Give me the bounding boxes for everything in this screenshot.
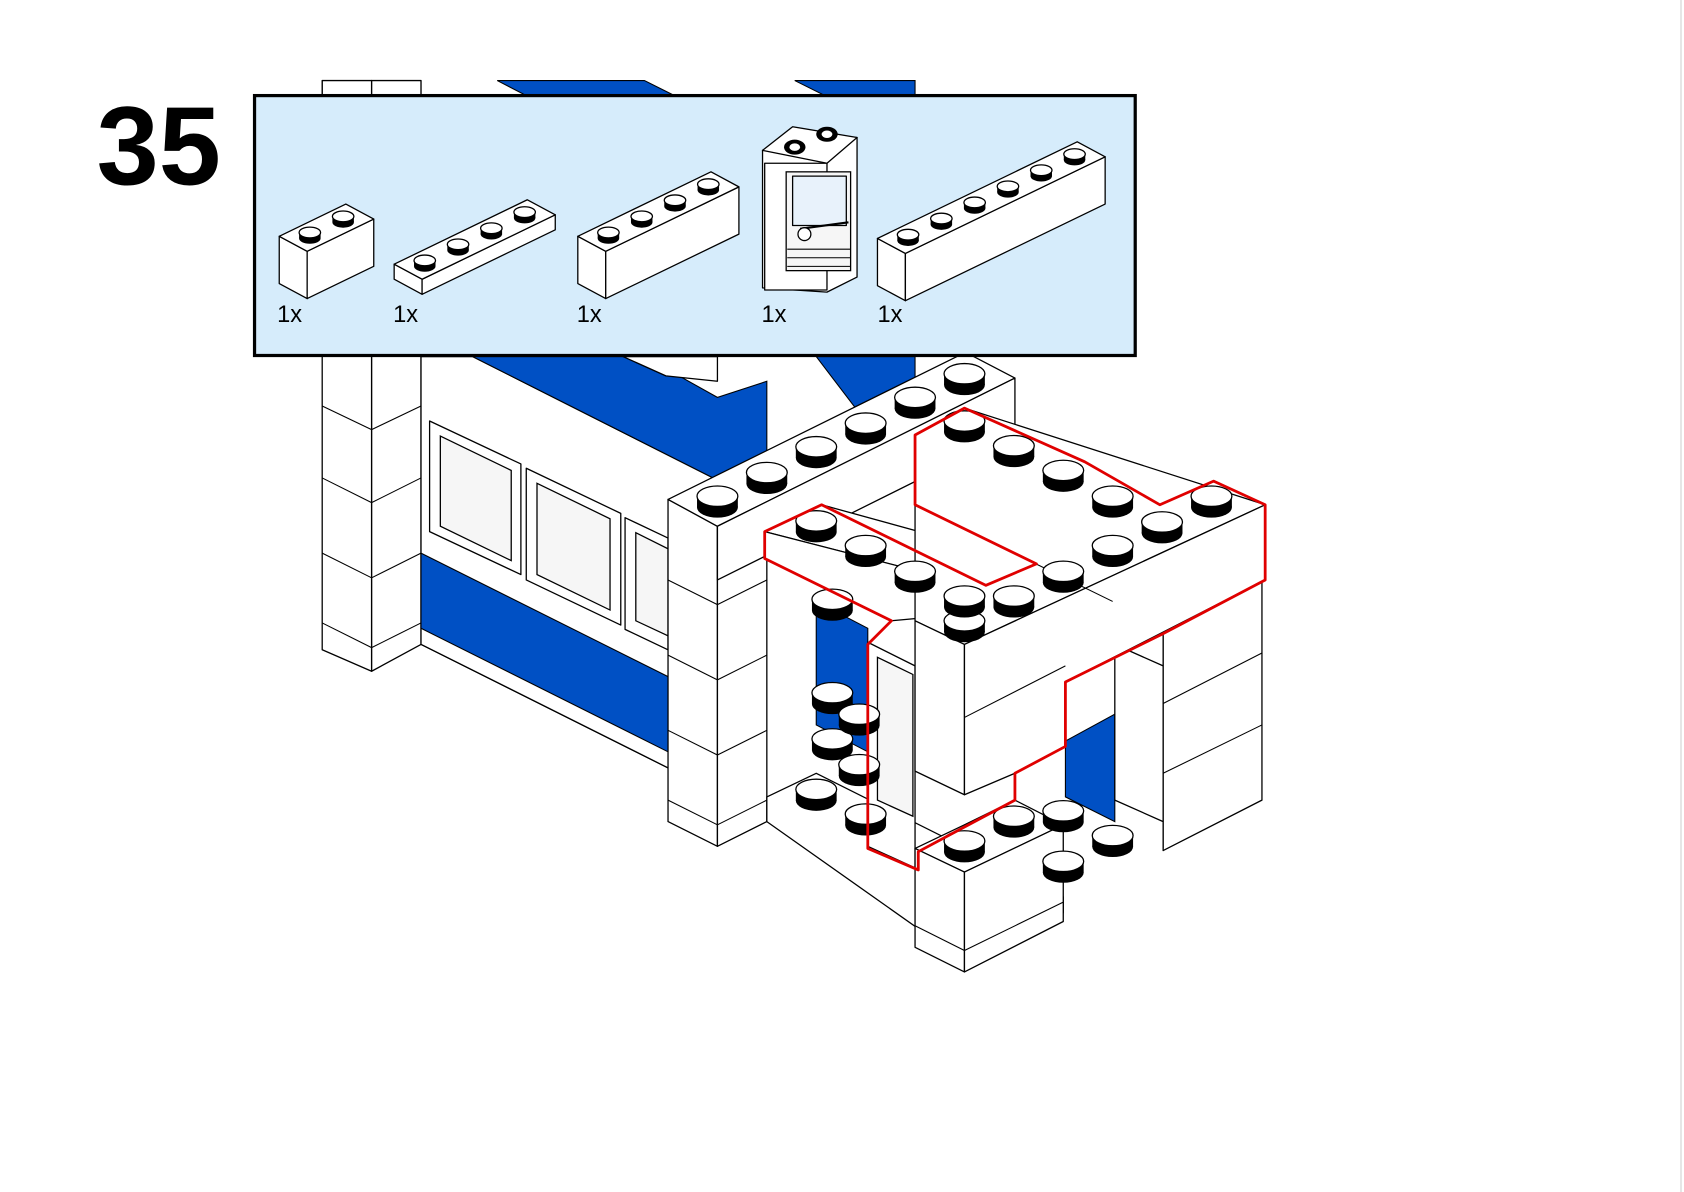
stud xyxy=(696,178,720,196)
stud xyxy=(893,386,937,419)
stud xyxy=(1042,459,1085,492)
stud xyxy=(795,435,838,469)
door-glass xyxy=(876,656,914,818)
rear-blue-wall xyxy=(1064,713,1116,823)
step-number: 35 xyxy=(97,84,221,209)
stud xyxy=(1091,485,1134,518)
part-qty: 1x xyxy=(761,302,786,328)
stud xyxy=(838,703,881,736)
stud xyxy=(992,434,1035,468)
stud xyxy=(844,803,887,836)
model-studs xyxy=(696,362,1233,883)
part-plate-1x4 xyxy=(393,199,556,295)
stud xyxy=(1091,534,1134,568)
right-column-brick-lines xyxy=(1162,635,1263,849)
stud xyxy=(795,778,838,811)
stud xyxy=(795,510,838,543)
stud xyxy=(413,254,437,272)
page-edge xyxy=(1680,0,1682,1192)
window-pane xyxy=(635,531,669,637)
part-brick-1x4 xyxy=(577,171,740,300)
window-pane xyxy=(536,482,611,612)
stud xyxy=(1042,850,1085,883)
window-row xyxy=(428,420,669,651)
blue-wall-top-right xyxy=(794,80,916,96)
part-brick-1x2 xyxy=(278,203,375,300)
stud xyxy=(844,412,887,445)
stud xyxy=(943,362,986,396)
parts-list xyxy=(278,141,1106,302)
stud xyxy=(298,226,322,244)
stud xyxy=(597,226,620,244)
stud xyxy=(1029,164,1053,182)
big-block-left-face xyxy=(914,620,966,796)
stud xyxy=(1091,824,1134,857)
lower-brick-right xyxy=(963,824,1064,973)
stud xyxy=(1042,800,1085,833)
stud xyxy=(929,212,953,230)
stud xyxy=(996,180,1020,198)
part-qty: 1x xyxy=(577,302,602,328)
tower2-brick-lines xyxy=(667,579,768,826)
parts-callout: 1x 1x 1x 1x 1x xyxy=(252,93,1137,358)
stud xyxy=(630,210,654,228)
stud xyxy=(943,830,986,863)
stud xyxy=(893,560,937,593)
stud xyxy=(811,728,854,761)
stud xyxy=(943,585,986,618)
window-pane xyxy=(439,435,512,562)
stud xyxy=(811,588,854,621)
stud xyxy=(479,222,503,240)
part-qty: 1x xyxy=(277,302,302,328)
stud xyxy=(1141,511,1184,544)
stud xyxy=(1042,560,1085,593)
stud xyxy=(943,410,986,443)
stud xyxy=(1063,148,1086,166)
main-wall-base-line xyxy=(420,643,669,769)
stud xyxy=(696,485,739,518)
stud xyxy=(992,585,1035,618)
lower-brick-line xyxy=(914,901,1064,952)
stud xyxy=(663,194,687,212)
new-parts-highlight-outline xyxy=(763,406,1267,872)
left-tower-brick-lines xyxy=(321,80,422,672)
stud xyxy=(1190,485,1233,518)
model-assembly xyxy=(321,79,1267,973)
right-column-left-face xyxy=(1114,643,1164,823)
stud xyxy=(513,206,537,224)
stud xyxy=(963,196,987,214)
stud xyxy=(331,210,355,228)
blue-wall-top-left xyxy=(497,80,673,96)
stud xyxy=(844,534,887,568)
stud xyxy=(745,461,788,494)
part-brick-1x6 xyxy=(876,141,1106,302)
stud xyxy=(446,238,470,256)
stud xyxy=(896,228,920,246)
tower2-left-face xyxy=(667,498,719,847)
stud xyxy=(838,753,881,787)
stud xyxy=(992,805,1035,838)
part-door xyxy=(761,126,858,293)
part-qty: 1x xyxy=(877,302,902,328)
part-qty: 1x xyxy=(393,302,418,328)
